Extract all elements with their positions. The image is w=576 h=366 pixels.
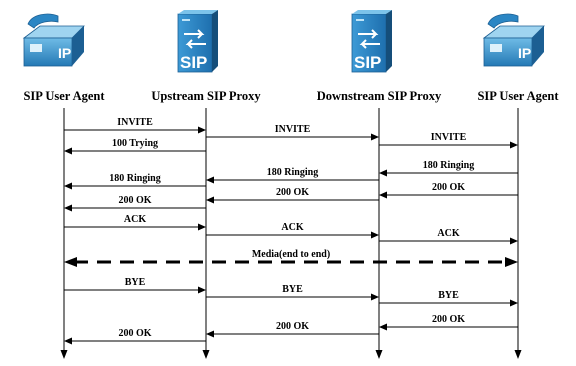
message-8: 200 OK [379,182,518,199]
arrowhead [198,223,206,231]
message-label: 200 OK [276,187,309,198]
arrowhead [206,196,214,204]
arrowhead [510,299,518,307]
arrowhead [64,257,77,267]
message-label: BYE [438,290,459,301]
message-12: ACK [206,222,379,239]
message-16: BYE [206,284,379,301]
server-sip-text: SIP [354,53,381,72]
message-label: 200 OK [432,182,465,193]
participant-label-ua1: SIP User Agent [23,89,105,103]
message-label: 100 Trying [112,138,158,149]
server-sip-text: SIP [180,53,207,72]
lifeline-end-arrow [375,350,383,359]
arrowhead [505,257,518,267]
message-label: 180 Ringing [109,173,160,184]
message-7: 180 Ringing [64,173,206,190]
message-label: 200 OK [276,321,309,332]
participant-label-upstream-proxy: Upstream SIP Proxy [151,89,261,103]
message-17: BYE [379,290,518,307]
arrowhead [379,169,387,177]
arrowhead [206,330,214,338]
arrowhead [371,231,379,239]
arrowhead [198,126,206,134]
lifeline-end-arrow [202,350,210,359]
lifeline-end-arrow [514,350,522,359]
lifeline-end-arrow [60,350,68,359]
arrowhead [64,147,72,155]
phone-ip-text: IP [58,45,71,61]
arrowhead [64,182,72,190]
message-label: ACK [124,214,146,225]
message-3: INVITE [379,132,518,149]
message-label: ACK [437,228,459,239]
arrowhead [64,337,72,345]
message-label: 200 OK [118,195,151,206]
message-label: INVITE [275,124,311,135]
message-label: INVITE [431,132,467,143]
arrowhead [510,237,518,245]
ip-phone-icon: IP [482,13,545,67]
message-5: 180 Ringing [379,160,518,177]
message-6: 180 Ringing [206,167,379,184]
message-label: 180 Ringing [267,167,318,178]
message-label: BYE [125,277,146,288]
message-20: 200 OK [64,328,206,345]
message-18: 200 OK [379,314,518,331]
participant-label-ua2: SIP User Agent [477,89,559,103]
message-label: 200 OK [118,328,151,339]
message-15: BYE [64,277,206,294]
message-label: Media(end to end) [252,249,330,260]
arrowhead [198,286,206,294]
arrowhead [510,141,518,149]
message-2: INVITE [206,124,379,141]
arrowhead [371,293,379,301]
message-label: 180 Ringing [423,160,474,171]
message-11: ACK [64,214,206,231]
message-4: 100 Trying [64,138,206,155]
ip-phone-icon: IP [22,13,85,67]
message-9: 200 OK [206,187,379,204]
message-label: ACK [281,222,303,233]
message-19: 200 OK [206,321,379,338]
sip-server-icon: SIP [351,10,392,73]
message-10: 200 OK [64,195,206,212]
arrowhead [64,204,72,212]
message-label: 200 OK [432,314,465,325]
participant-label-downstream-proxy: Downstream SIP Proxy [317,89,442,103]
sip-server-icon: SIP [177,10,218,73]
phone-ip-text: IP [518,45,531,61]
arrowhead [379,191,387,199]
message-13: ACK [379,228,518,245]
message-label: BYE [282,284,303,295]
arrowhead [379,323,387,331]
message-14: Media(end to end) [64,249,518,267]
arrowhead [371,133,379,141]
message-label: INVITE [117,117,153,128]
message-1: INVITE [64,117,206,134]
arrowhead [206,176,214,184]
